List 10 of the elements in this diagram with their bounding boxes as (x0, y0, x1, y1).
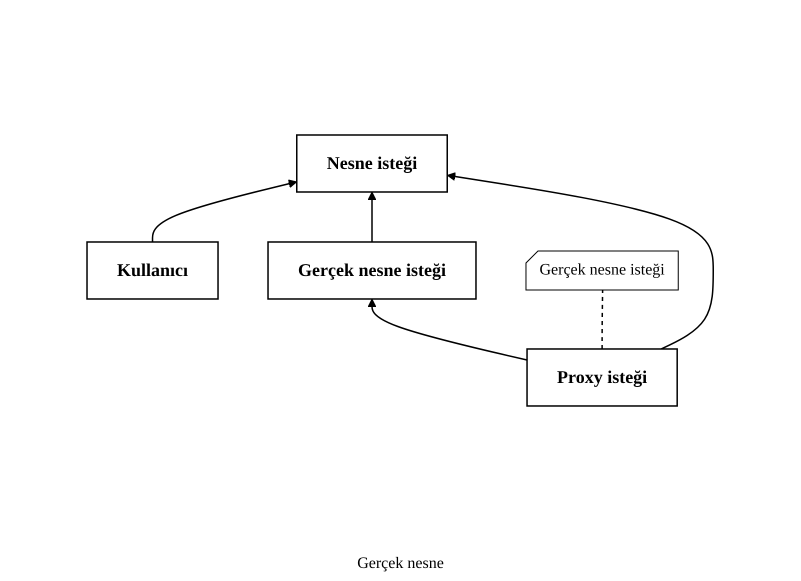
node-box: Gerçek nesne isteği (268, 240, 478, 300)
arrow (152, 178, 298, 242)
node-box: Kullanıcı (86, 240, 220, 300)
note-text: Gerçek nesne (357, 555, 444, 572)
arrow (447, 172, 714, 350)
node-box: Nesne isteği (296, 134, 448, 192)
connector (602, 290, 604, 348)
node-box: Proxy isteği (526, 348, 678, 406)
arrow (368, 298, 528, 360)
arrow (368, 191, 377, 242)
